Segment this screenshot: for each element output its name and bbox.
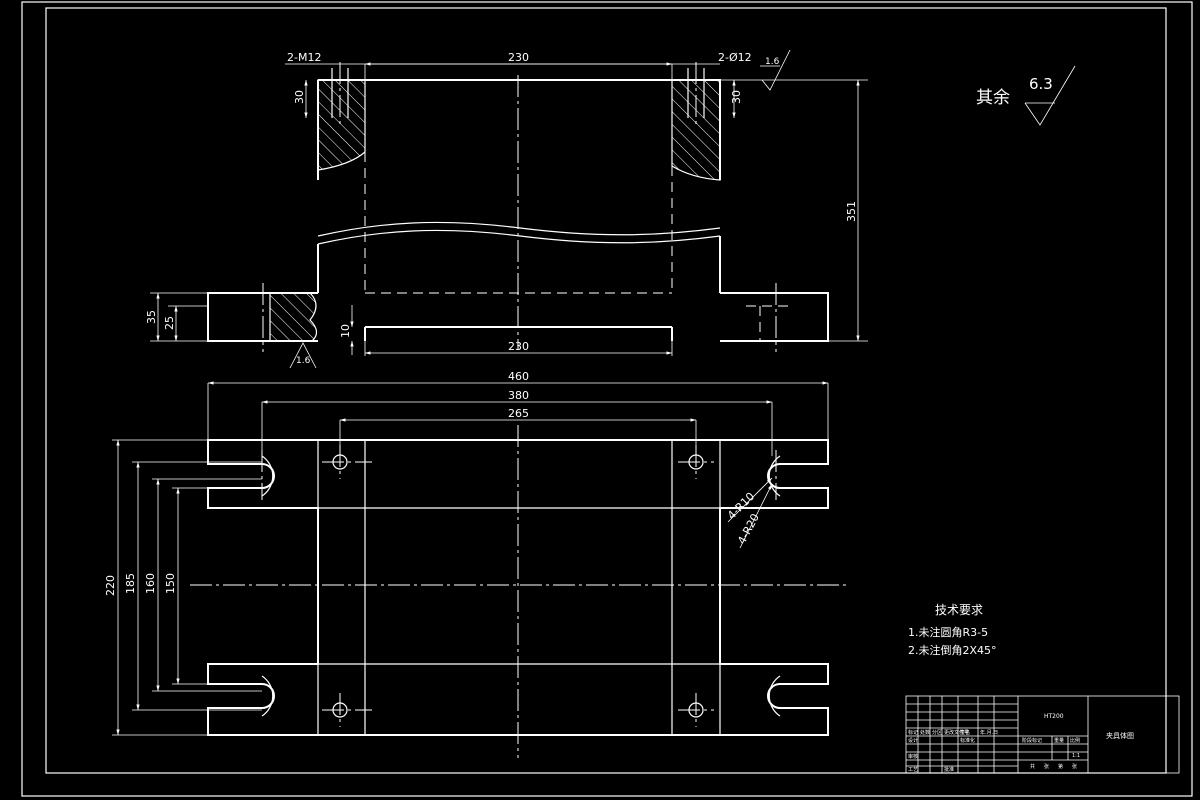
tb-header-1: 标记 — [908, 729, 918, 736]
tb-material: HT200 — [1044, 713, 1064, 720]
tb-scale-value: 1:1 — [1072, 753, 1080, 759]
roughness-note: 其余 6.3 — [976, 65, 1076, 126]
dim-gap-height: 10 — [339, 324, 352, 338]
tb-header-6: 年.月.日 — [980, 729, 998, 736]
dim-plan-height-150: 150 — [164, 573, 177, 594]
dim-bottom-width: 230 — [508, 340, 529, 353]
tech-title: 技术要求 — [935, 603, 983, 617]
dim-top-hole: 2-Ø12 — [718, 51, 752, 64]
dim-plan-height-220: 220 — [104, 575, 117, 596]
dim-foot-height: 35 — [145, 310, 158, 324]
tb-header-5: 签名 — [960, 729, 970, 736]
plan-view — [190, 425, 850, 758]
dim-depth-right: 30 — [730, 90, 743, 104]
tb-header-4: 更改文件号 — [944, 729, 969, 736]
tb-row-design: 设计 — [908, 737, 918, 744]
dim-plan-height-185: 185 — [124, 573, 137, 594]
tb-stage: 阶段标记 — [1022, 737, 1042, 744]
dim-plan-width-inner: 265 — [508, 407, 529, 420]
dim-plan-width-mid: 380 — [508, 389, 529, 402]
tb-drawing-name: 夹具体图 — [1106, 731, 1134, 740]
tech-item-2: 2.未注倒角2X45° — [908, 643, 997, 657]
tb-weight: 重量 — [1054, 737, 1064, 744]
tb-row-process: 工艺 — [908, 767, 918, 773]
tb-mid-standard: 标准化 — [960, 737, 975, 744]
roughness-value: 6.3 — [1029, 75, 1053, 93]
dim-height-total: 351 — [845, 201, 858, 222]
tb-mid-approve: 批准 — [944, 766, 954, 773]
tb-header-2: 处数 — [920, 729, 930, 736]
inner-frame — [45, 7, 1167, 774]
title-block: HT200 夹具体图 标记 处数 分区 更改文件号 签名 年.月.日 设计 审核… — [905, 695, 1180, 774]
dim-foot-height-inner: 25 — [163, 316, 176, 330]
front-view — [207, 62, 829, 352]
tb-scale-label: 比例 — [1070, 737, 1080, 744]
tb-sheet-3: 第 — [1058, 763, 1063, 770]
tb-row-review: 审核 — [908, 753, 918, 760]
tb-header-3: 分区 — [932, 729, 942, 736]
roughness-top: 1.6 — [765, 57, 780, 67]
tb-sheet-2: 张 — [1044, 763, 1049, 770]
dim-top-thread: 2-M12 — [287, 51, 321, 64]
dim-plan-width-outer: 460 — [508, 370, 529, 383]
roughness-bottom: 1.6 — [296, 356, 311, 366]
tech-requirements: 技术要求 1.未注圆角R3-5 2.未注倒角2X45° — [908, 603, 997, 657]
front-dimensions: 2-M12 230 2-Ø12 1.6 30 30 351 35 25 10 — [145, 49, 868, 369]
dim-top-width: 230 — [508, 51, 529, 64]
outer-frame — [21, 1, 1193, 797]
roughness-label: 其余 — [976, 88, 1010, 108]
dim-plan-height-160: 160 — [144, 573, 157, 594]
dim-depth-left: 30 — [293, 90, 306, 104]
tech-item-1: 1.未注圆角R3-5 — [908, 625, 988, 639]
tb-sheet-4: 张 — [1072, 763, 1077, 770]
tb-sheet-1: 共 — [1030, 763, 1035, 770]
